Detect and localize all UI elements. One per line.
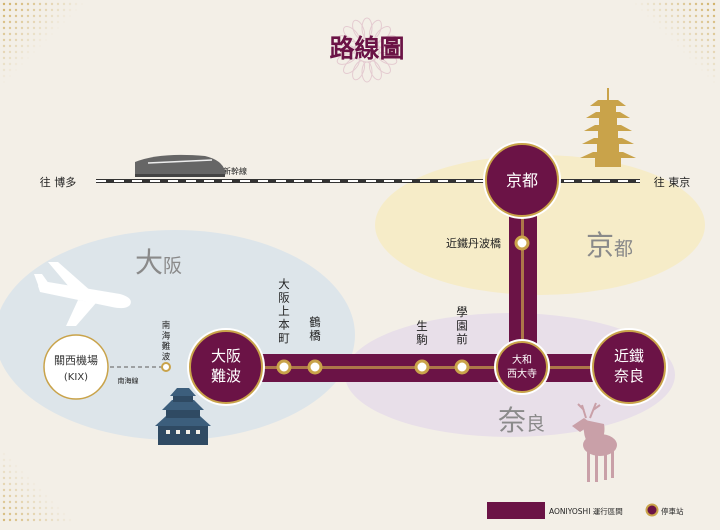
stop-tsuruhashi[interactable] (307, 359, 323, 375)
nara-region-label: 奈良 (498, 404, 545, 437)
shinkansen-label: 新幹線 (223, 166, 247, 176)
kyoto-zone (375, 155, 705, 295)
label-tambabashi: 近鐵丹波橋 (446, 236, 501, 250)
station-namba[interactable]: 大阪 難波 (187, 328, 265, 406)
station-saidaiji-line1: 大和 (512, 353, 532, 366)
east-destination-label: 往 東京 (654, 175, 691, 189)
stop-gakuenmae[interactable] (454, 359, 470, 375)
bullet-train-icon (135, 154, 225, 177)
station-kix-line2: (KIX) (64, 372, 88, 383)
station-nara-line1: 近鐵 (614, 347, 644, 365)
osaka-region-label: 大阪 (135, 246, 182, 279)
stop-nankai-namba[interactable] (161, 362, 171, 372)
station-kintetsu-nara[interactable]: 近鐵 奈良 (590, 328, 668, 406)
kyoto-region-label: 京都 (586, 229, 633, 262)
legend-route-label: AONIYOSHI 運行區間 (549, 506, 623, 516)
stop-ikoma[interactable] (414, 359, 430, 375)
station-saidaiji-line2: 西大寺 (507, 367, 537, 380)
castle-icon (155, 388, 211, 445)
west-destination-label: 往 博多 (40, 175, 77, 189)
airplane-icon (34, 262, 131, 326)
station-saidaiji[interactable]: 大和 西大寺 (494, 339, 550, 395)
label-nankai-namba: 南海難波 (162, 320, 171, 363)
label-ikoma: 生駒 (416, 319, 428, 347)
dot-pattern-top-left (2, 2, 78, 78)
stop-tambabashi[interactable] (514, 235, 530, 251)
deer-icon (572, 402, 617, 482)
crest-icon (334, 17, 400, 83)
pagoda-icon (580, 88, 636, 167)
station-kix[interactable]: 關西機場 (KIX) (43, 334, 109, 400)
aoniyoshi-route (230, 180, 640, 382)
label-nankai-line: 南海線 (118, 376, 139, 385)
station-kyoto-label: 京都 (506, 171, 538, 190)
station-kyoto[interactable]: 京都 (483, 141, 561, 219)
label-tsuruhashi: 鶴橋 (309, 315, 321, 343)
legend-stop-label: 停車站 (661, 506, 684, 516)
station-kix-line1: 關西機場 (54, 353, 98, 367)
station-nara-line2: 奈良 (614, 367, 644, 385)
station-namba-line1: 大阪 (211, 347, 241, 365)
legend: AONIYOSHI 運行區間 停車站 (487, 502, 684, 519)
page-title: 路線圖 (329, 34, 404, 63)
legend-stop-icon (645, 503, 659, 517)
dot-pattern-top-right (640, 2, 716, 78)
station-namba-line2: 難波 (211, 367, 241, 385)
label-uehommachi: 大阪上本町 (278, 277, 290, 345)
label-gakuenmae: 學園前 (456, 305, 468, 346)
legend-route-swatch (487, 502, 545, 519)
dot-pattern-bottom-left (2, 452, 72, 522)
stop-uehommachi[interactable] (276, 359, 292, 375)
